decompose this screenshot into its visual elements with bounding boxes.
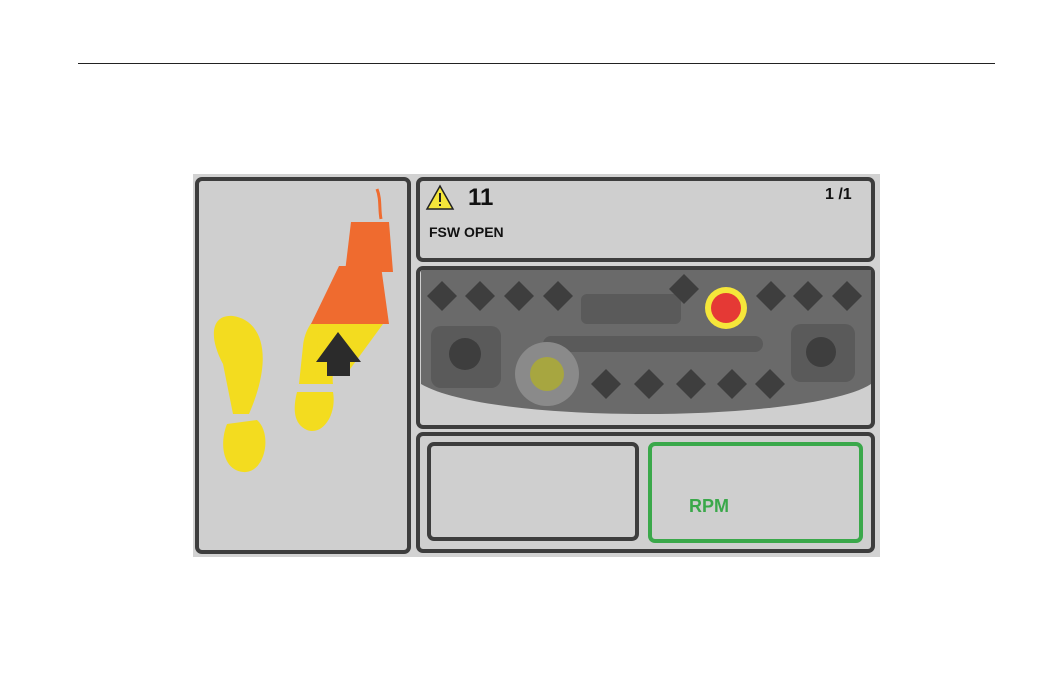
emergency-stop-icon[interactable] xyxy=(705,287,747,329)
warning-triangle-icon xyxy=(425,184,455,212)
top-divider xyxy=(78,63,995,64)
operator-display: 11 1 /1 FSW OPEN RPM xyxy=(193,174,880,557)
footprints-icon xyxy=(214,316,335,472)
alarm-page-indicator: 1 /1 xyxy=(825,186,852,204)
slow-speed-indicator[interactable] xyxy=(427,442,639,541)
alarm-message: FSW OPEN xyxy=(429,224,504,240)
alarm-code: 11 xyxy=(468,184,493,212)
foot-pedal-icon xyxy=(311,189,393,376)
rpm-indicator[interactable] xyxy=(648,442,863,543)
rpm-label: RPM xyxy=(680,496,738,517)
